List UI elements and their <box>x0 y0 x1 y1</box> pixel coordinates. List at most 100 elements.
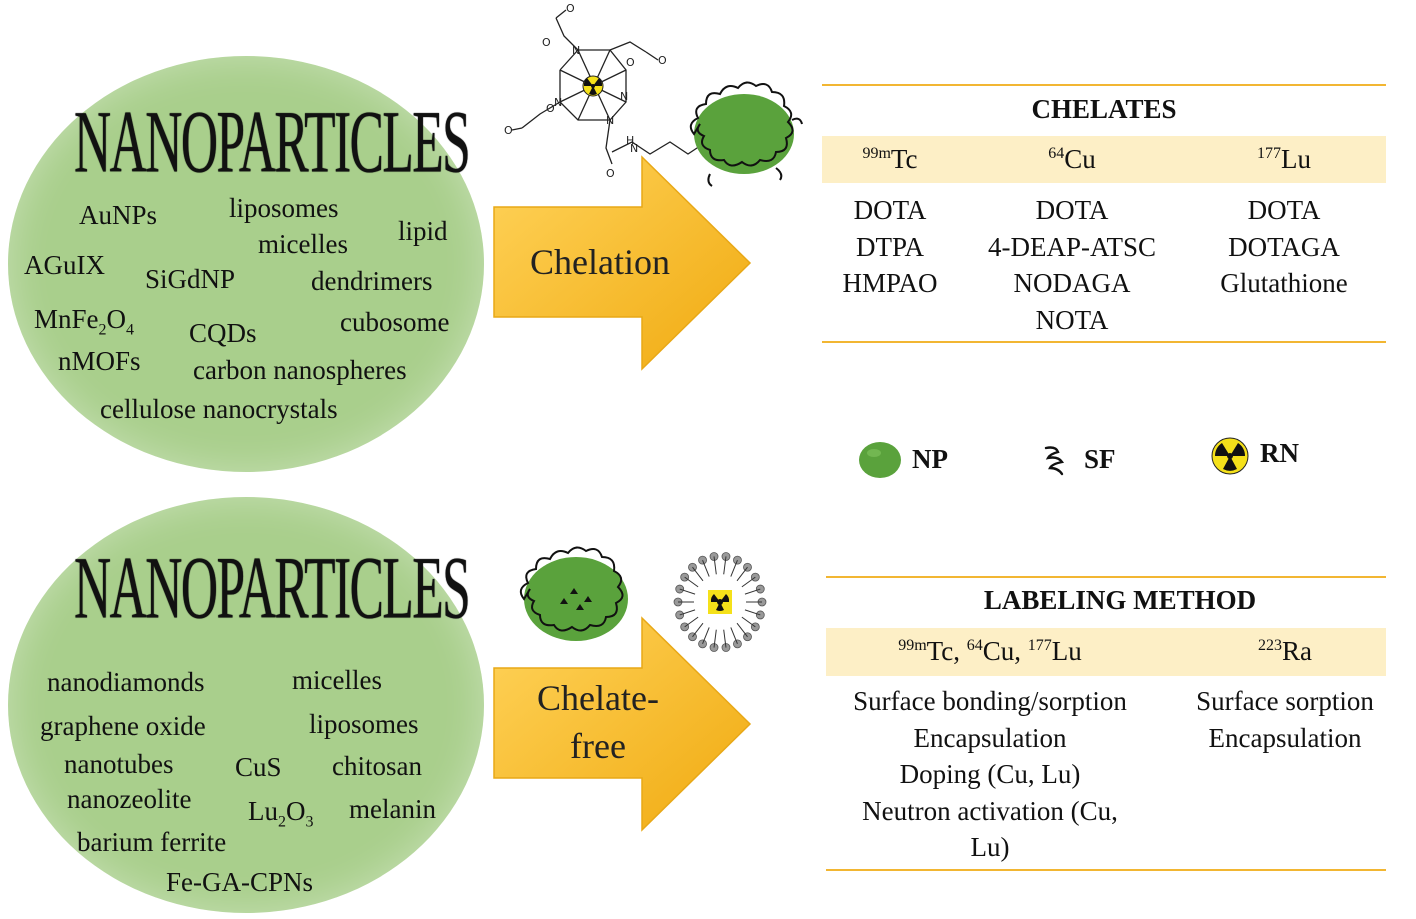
lipid-tail <box>684 576 699 588</box>
top-nanoparticle-ellipse <box>8 56 484 472</box>
atom-label: N <box>606 114 614 127</box>
np-item: liposomes <box>229 193 339 223</box>
lipid-tail <box>736 566 748 582</box>
lipid-head <box>755 610 765 620</box>
np-item: carbon nanospheres <box>193 355 407 385</box>
labeling-bottom-rule <box>826 869 1386 871</box>
labeling-method: Encapsulation <box>1208 722 1362 753</box>
labeling-method: Neutron activation (Cu, <box>862 795 1118 826</box>
chelate-free-label-line2: free <box>570 726 626 766</box>
np-item: CuS <box>235 752 282 782</box>
labeling-header-1: 99mTc, 64Cu, 177Lu <box>898 636 1082 666</box>
lipid-head <box>709 552 719 561</box>
np-item: nMOFs <box>58 346 141 376</box>
sf-legend-icon <box>1044 446 1064 476</box>
nanoparticle-embedded-rn-icon <box>519 546 628 641</box>
labeling-method: Lu) <box>970 832 1010 862</box>
labeling-method: Doping (Cu, Lu) <box>899 759 1081 789</box>
lipid-tail <box>744 609 761 616</box>
chelator: DOTA <box>1035 195 1109 225</box>
np-item: cellulose nanocrystals <box>100 394 338 424</box>
lipid-tail <box>679 609 696 616</box>
lipid-head <box>721 643 731 652</box>
lipid-tail <box>741 576 756 588</box>
labeling-method: Surface sorption <box>1196 686 1374 716</box>
lipid-tail <box>684 616 699 628</box>
lipid-head <box>721 552 731 561</box>
chelator: DOTAGA <box>1228 231 1340 262</box>
np-item: melanin <box>349 794 436 824</box>
lipid-tail <box>713 629 717 648</box>
chelate-free-label-line1: Chelate- <box>537 678 659 718</box>
chelator: Glutathione <box>1220 268 1348 298</box>
chelates-header-tc: 99mTc <box>862 144 918 174</box>
chelates-top-rule <box>822 84 1386 86</box>
np-item: Fe-GA-CPNs <box>166 867 314 897</box>
bottom-nanoparticle-ellipse <box>8 497 484 913</box>
np-legend-icon <box>859 442 901 478</box>
np-item: nanozeolite <box>67 784 192 814</box>
lipid-tail <box>702 559 710 577</box>
lipid-head <box>698 639 707 649</box>
np-item: nanotubes <box>64 749 174 779</box>
np-item: graphene oxide <box>40 711 206 741</box>
lipid-tail <box>741 616 756 628</box>
lipid-tail <box>702 627 710 645</box>
chelates-col-tc: DOTA DTPA HMPAO <box>790 192 990 302</box>
chelates-title: CHELATES <box>1031 94 1177 124</box>
rn-legend-label: RN <box>1260 438 1299 468</box>
lipid-head <box>680 572 690 582</box>
atom-label: N <box>620 90 628 103</box>
chelates-header-cu: 64Cu <box>1048 144 1096 174</box>
lipid-tail <box>679 588 696 595</box>
np-legend-label: NP <box>912 444 948 474</box>
chelator-structure-icon: O O O O O O O N N N N H N <box>504 2 707 180</box>
atom-label: N <box>630 142 638 155</box>
chelator: HMPAO <box>842 268 938 298</box>
chelates-col-cu: DOTA 4-DEAP-ATSC NODAGA NOTA <box>962 192 1182 338</box>
np-item: barium ferrite <box>77 827 227 857</box>
chelates-col-lu: DOTA DOTAGA Glutathione <box>1184 192 1384 302</box>
np-item: SiGdNP <box>145 264 236 294</box>
lipid-head <box>750 572 760 582</box>
np-item: AuNPs <box>79 200 158 230</box>
lipid-head <box>733 639 742 649</box>
atom-label: O <box>566 2 575 15</box>
labeling-header-2: 223Ra <box>1258 636 1312 666</box>
lipid-tail <box>730 627 738 645</box>
lipid-tail <box>723 629 727 648</box>
labeling-title: LABELING METHOD <box>983 585 1257 615</box>
chelator: NOTA <box>1035 304 1109 335</box>
labeling-top-rule <box>826 576 1386 578</box>
nanoparticle-with-sf-icon <box>689 81 803 187</box>
lipid-head <box>698 555 707 565</box>
labeling-header-band <box>826 628 1386 676</box>
atom-label: O <box>626 56 635 69</box>
chelator: DOTA <box>1247 195 1321 225</box>
chelates-header-lu: 177Lu <box>1257 144 1311 174</box>
liposome-rn-icon <box>673 552 767 652</box>
bottom-nanoparticles-title: NANOPARTICLES <box>74 539 471 638</box>
lipid-tail <box>736 622 748 638</box>
np-item-lu2o3: Lu2O3 <box>248 796 314 831</box>
atom-label: O <box>504 124 513 137</box>
labeling-col-1: Surface bonding/sorption Encapsulation D… <box>826 683 1154 866</box>
lipid-tail <box>730 559 738 577</box>
chelator: DTPA <box>855 231 925 262</box>
lipid-head <box>675 584 685 594</box>
chelates-bottom-rule <box>822 341 1386 343</box>
np-item: cubosome <box>340 307 450 337</box>
lipid-tail <box>692 566 704 582</box>
np-item: micelles <box>258 229 348 259</box>
atom-label: N <box>554 96 562 109</box>
atom-label: H <box>626 134 634 147</box>
chelator: NODAGA <box>1013 268 1131 298</box>
np-item-mnfe2o4: MnFe2O4 <box>34 304 135 339</box>
np-item: nanodiamonds <box>47 667 205 697</box>
atom-label: O <box>542 36 551 49</box>
chelate-free-label: Chelate- free <box>508 674 688 770</box>
labeling-col-2: Surface sorption Encapsulation <box>1174 683 1396 756</box>
np-item: AGuIX <box>24 250 105 280</box>
chelate-free-arrow <box>493 616 752 832</box>
